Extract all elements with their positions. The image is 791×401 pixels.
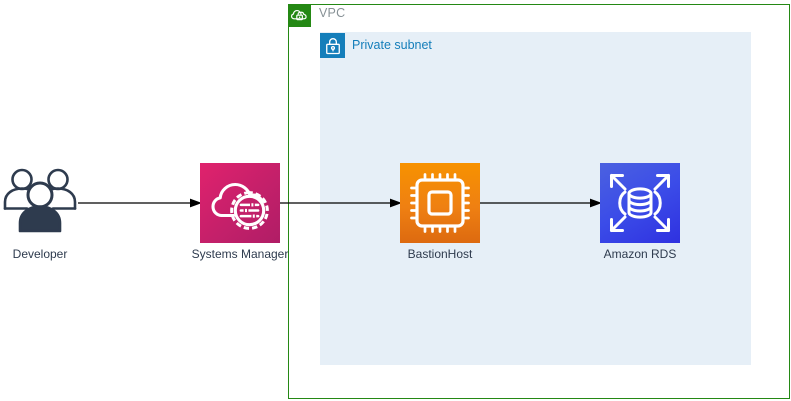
- vpc-cloud-lock-icon: [288, 4, 311, 27]
- systems-manager-cloud-gear-icon: [200, 163, 280, 243]
- arrow-systems-manager-to-bastion-host: [278, 198, 402, 208]
- node-label-bastion-host: BastionHost: [407, 247, 473, 261]
- arrow-bastion-host-to-amazon-rds: [478, 198, 602, 208]
- rds-database-icon: [600, 163, 680, 243]
- node-label-amazon-rds: Amazon RDS: [603, 247, 677, 261]
- node-label-systems-manager: Systems Manager: [191, 247, 289, 261]
- private-subnet-lock-icon: [320, 33, 345, 58]
- users-group-icon: [0, 163, 80, 243]
- node-amazon-rds[interactable]: Amazon RDS: [600, 163, 680, 261]
- vpc-boundary: [288, 4, 790, 399]
- node-systems-manager[interactable]: Systems Manager: [192, 163, 288, 261]
- ec2-chip-icon: [400, 163, 480, 243]
- arrow-developer-to-systems-manager: [78, 198, 202, 208]
- node-label-developer: Developer: [12, 247, 68, 261]
- node-developer[interactable]: Developer: [0, 163, 80, 261]
- node-bastion-host[interactable]: BastionHost: [400, 163, 480, 261]
- vpc-label: VPC: [319, 6, 346, 20]
- private-subnet-label: Private subnet: [352, 38, 432, 52]
